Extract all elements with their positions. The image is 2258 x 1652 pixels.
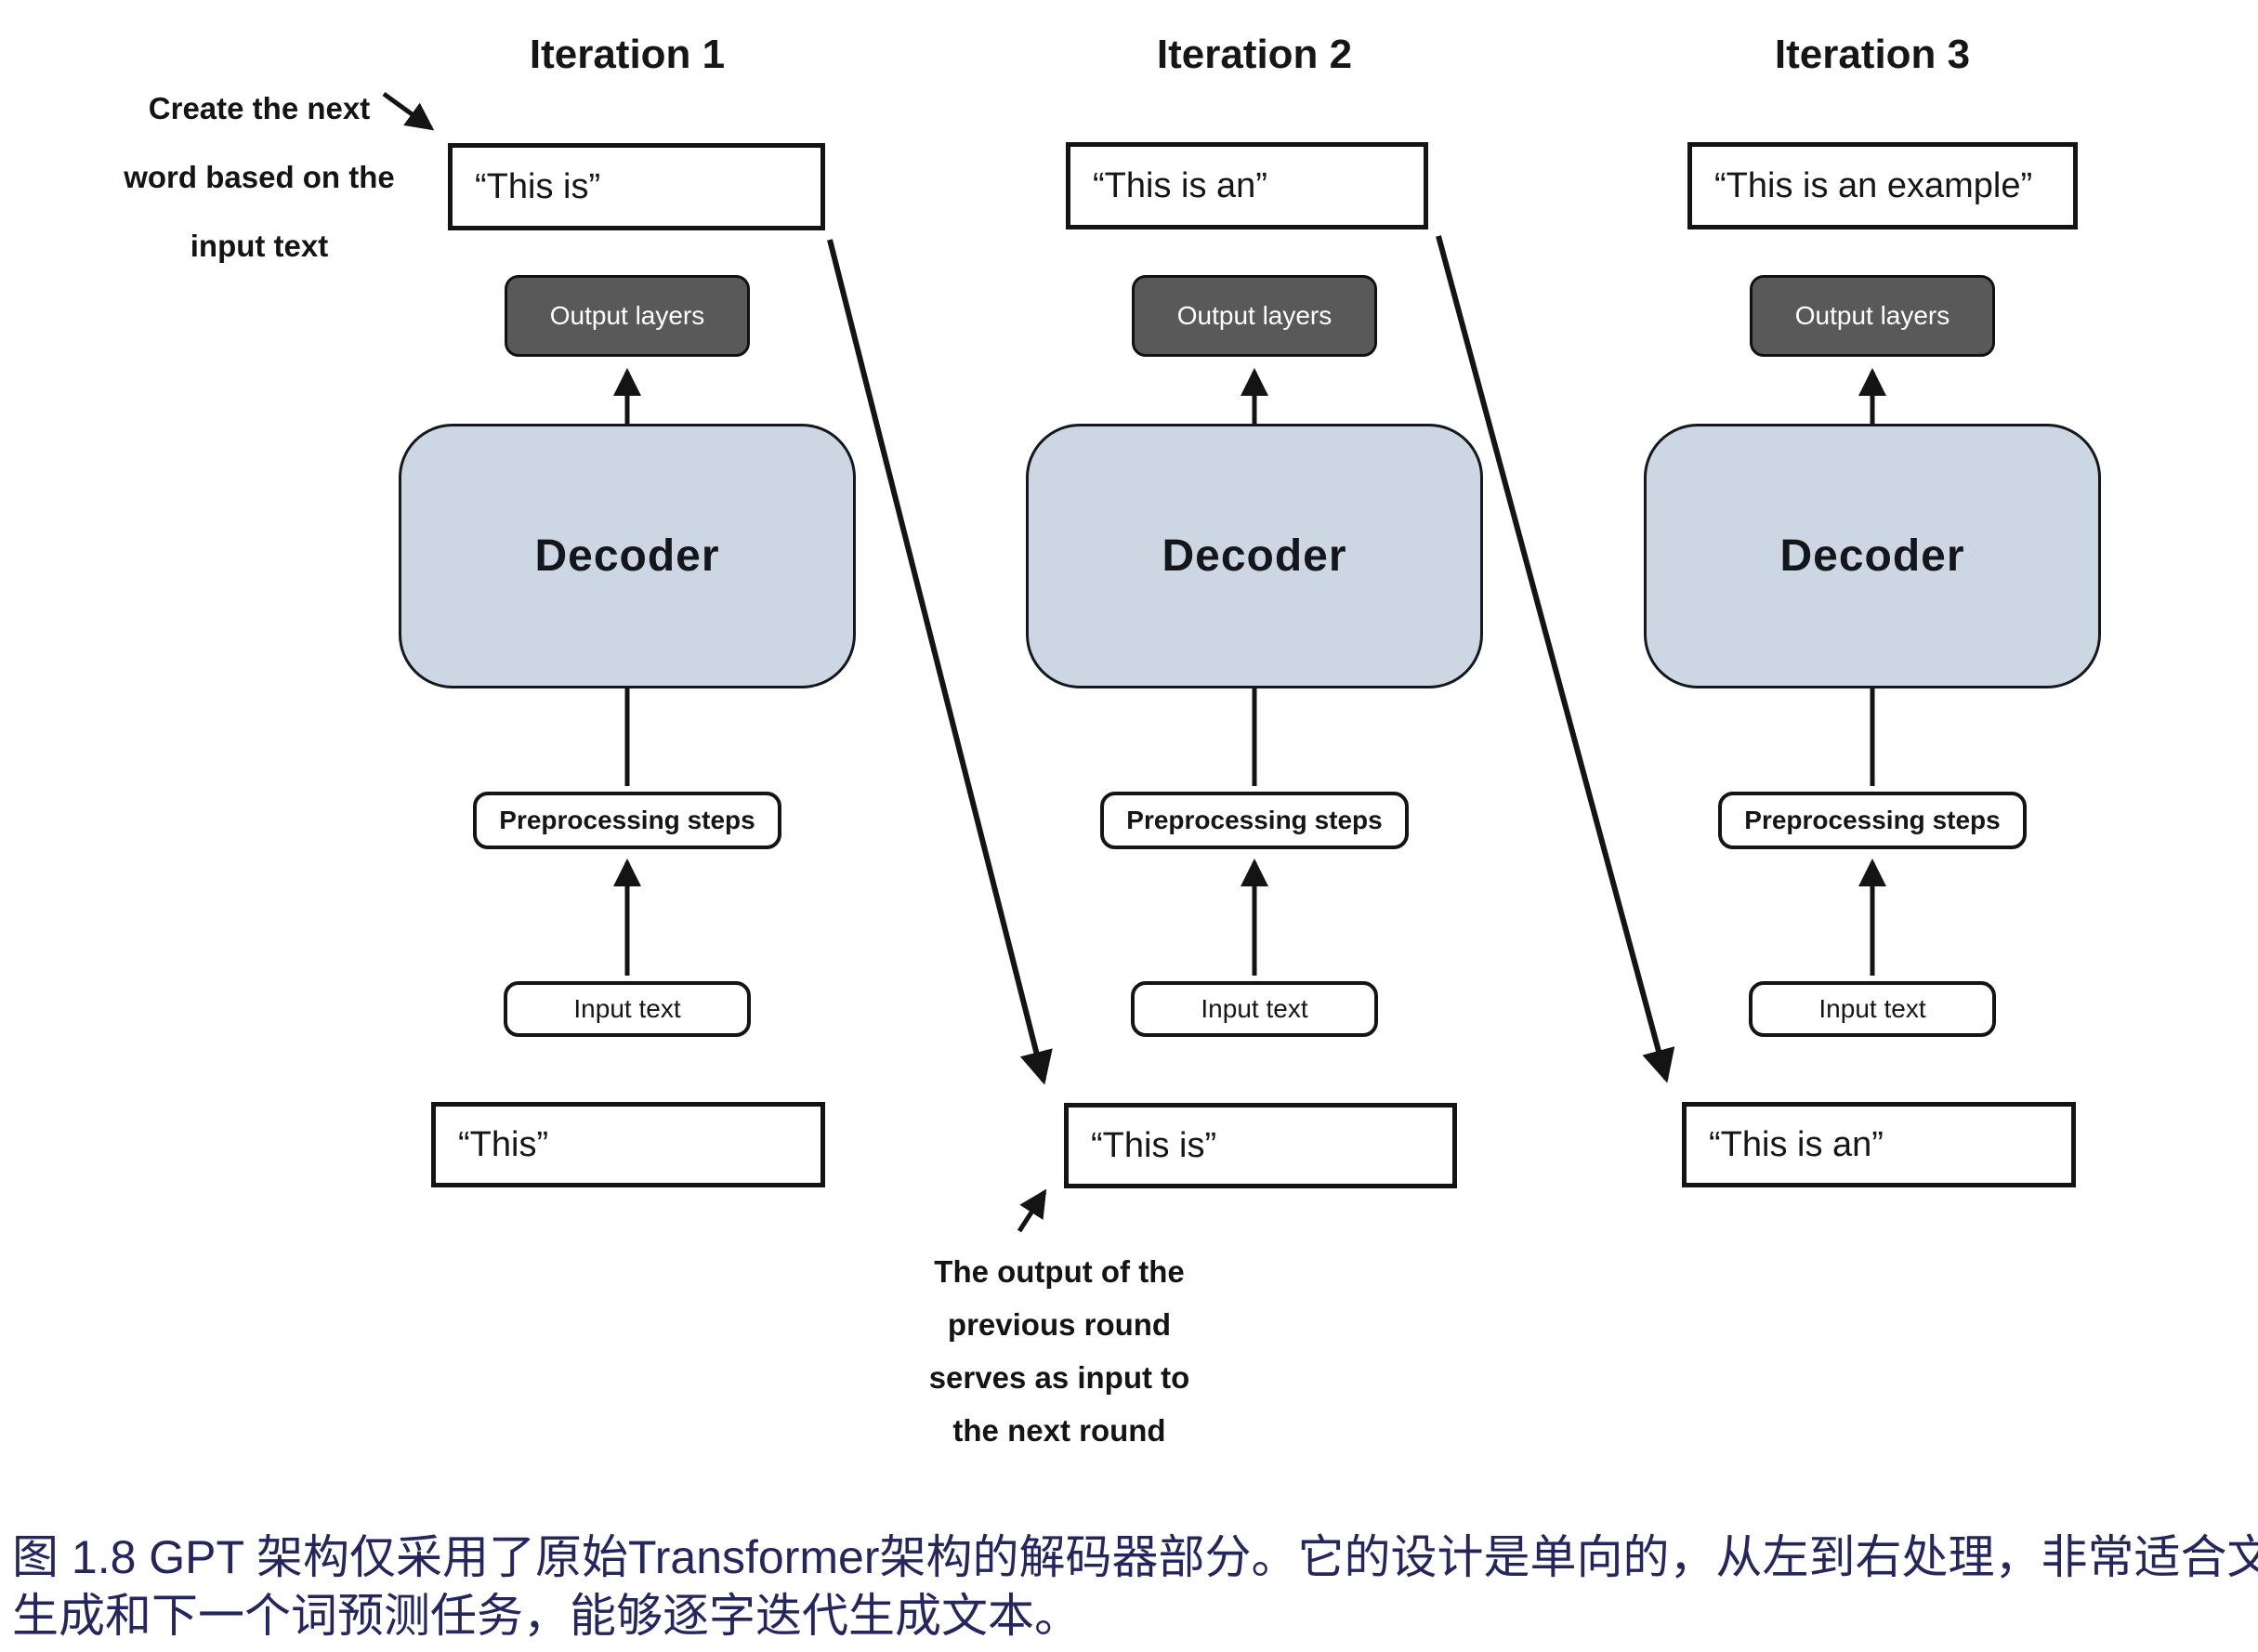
iteration-3-input-text-box: Input text xyxy=(1749,981,1996,1037)
figure-caption: 图 1.8 GPT 架构仅采用了原始Transformer架构的解码器部分。它的… xyxy=(12,1528,2258,1645)
iteration-2-generated-text-box: “This is an” xyxy=(1066,142,1428,229)
iteration-2-input-text-box: Input text xyxy=(1131,981,1378,1037)
iteration-3-decoder-box: Decoder xyxy=(1644,424,2101,688)
iteration-1-title: Iteration 1 xyxy=(529,32,726,77)
iteration-1-decoder-box: Decoder xyxy=(399,424,856,688)
iteration-2-title: Iteration 2 xyxy=(1156,32,1353,77)
iteration-3-output-layers-box: Output layers xyxy=(1750,275,1995,357)
arrow-annotation-feedback xyxy=(1017,1188,1047,1233)
annotation-output-feeds-next-round: The output of the previous round serves … xyxy=(901,1245,1217,1457)
annotation-line: previous round xyxy=(947,1307,1172,1342)
annotation-line: word based on the xyxy=(124,160,395,194)
arrow-output1-to-input2 xyxy=(827,239,1053,1085)
iteration-2-preprocessing-box: Preprocessing steps xyxy=(1100,792,1409,849)
iteration-3-input-string-box: “This is an” xyxy=(1682,1102,2076,1187)
iteration-3-preprocessing-box: Preprocessing steps xyxy=(1718,792,2027,849)
iteration-2-input-string-box: “This is” xyxy=(1064,1103,1457,1188)
annotation-line: input text xyxy=(190,229,329,263)
iteration-1-generated-text-box: “This is” xyxy=(448,143,825,230)
iteration-2-decoder-box: Decoder xyxy=(1026,424,1483,688)
annotation-line: The output of the xyxy=(934,1254,1185,1289)
annotation-line: serves as input to xyxy=(928,1360,1190,1395)
iteration-3-generated-text-box: “This is an example” xyxy=(1687,142,2078,229)
annotation-line: Create the next xyxy=(148,91,371,125)
annotation-line: the next round xyxy=(952,1413,1166,1448)
figure-caption-line-2: 生成和下一个词预测任务，能够逐字迭代生成文本。 xyxy=(12,1590,1081,1642)
iteration-2-output-layers-box: Output layers xyxy=(1132,275,1377,357)
figure-caption-line-1: 图 1.8 GPT 架构仅采用了原始Transformer架构的解码器部分。它的… xyxy=(12,1531,2258,1583)
iteration-1-input-string-box: “This” xyxy=(431,1102,825,1187)
iteration-1-output-layers-box: Output layers xyxy=(505,275,750,357)
annotation-create-next-word: Create the next word based on the input … xyxy=(101,74,417,281)
iteration-1-preprocessing-box: Preprocessing steps xyxy=(473,792,781,849)
iteration-3-title: Iteration 3 xyxy=(1774,32,1971,77)
iteration-1-input-text-box: Input text xyxy=(504,981,751,1037)
